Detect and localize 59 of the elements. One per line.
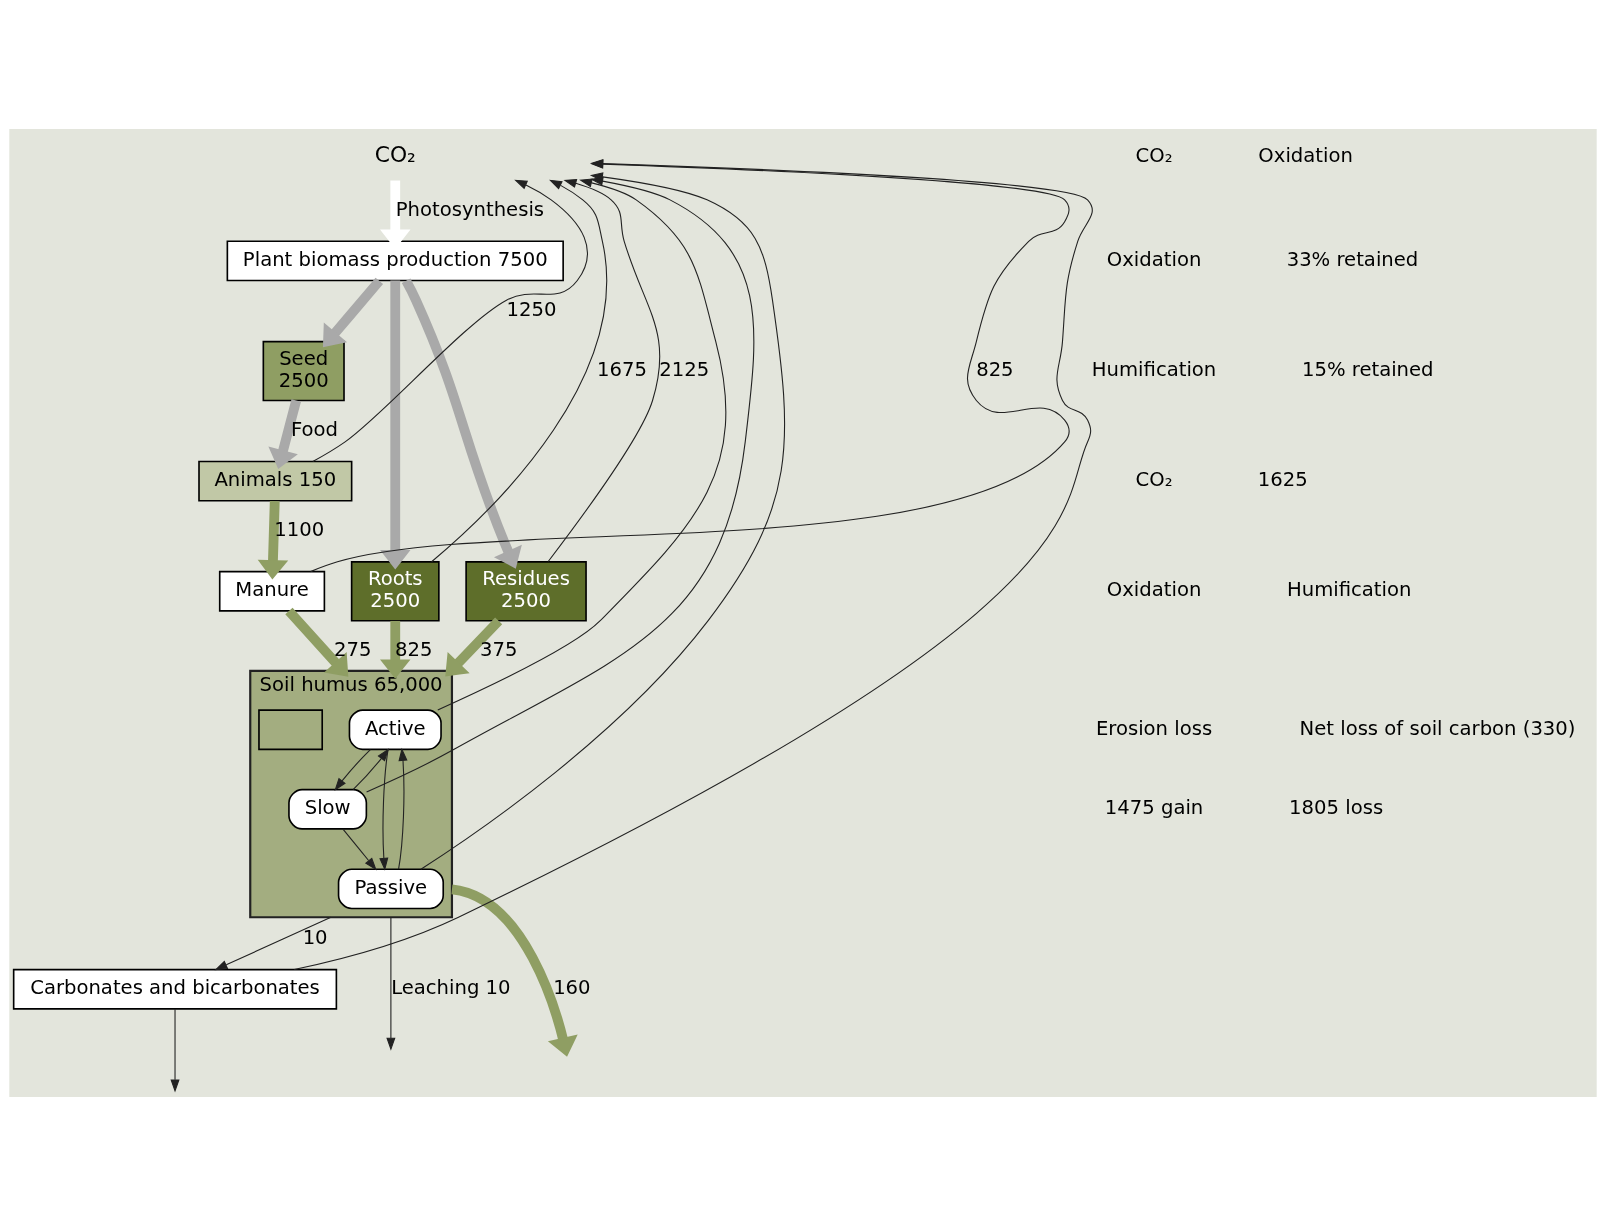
node-box: Passive xyxy=(337,867,444,909)
arrow xyxy=(397,747,408,870)
arrow xyxy=(169,1008,180,1093)
node-box: Seed 2500 xyxy=(262,340,345,401)
label: Net loss of soil carbon (330) xyxy=(1299,716,1575,740)
arrow xyxy=(385,916,395,1051)
label: Erosion loss xyxy=(1095,716,1212,740)
arrow xyxy=(401,277,522,569)
node-box: Animals 150 xyxy=(197,460,352,502)
node-box xyxy=(257,708,323,750)
arrow xyxy=(444,617,502,677)
edge-label: 1100 xyxy=(273,517,324,541)
arrow xyxy=(257,500,288,579)
node-box: Roots 2500 xyxy=(350,560,440,622)
label: CO₂ xyxy=(1135,467,1173,491)
edge-label: 825 xyxy=(975,357,1014,381)
node-box: Residues 2500 xyxy=(464,560,587,622)
label: Humification xyxy=(1286,577,1411,601)
edge-label: 160 xyxy=(552,975,591,999)
arrow xyxy=(333,748,371,791)
arrow xyxy=(267,398,301,469)
edge-label: 275 xyxy=(333,637,371,661)
arrow xyxy=(379,280,410,569)
arrow xyxy=(430,179,607,562)
node-box: Plant biomass production 7500 xyxy=(226,239,564,281)
node-box: Active xyxy=(348,708,442,750)
edge-label: 825 xyxy=(394,637,432,661)
arrow xyxy=(352,747,389,790)
arrow xyxy=(322,277,383,347)
label: 15% retained xyxy=(1301,357,1434,381)
label: Oxidation xyxy=(1106,247,1201,271)
arrow xyxy=(341,828,377,870)
edge-label: Food xyxy=(290,417,338,441)
label: Oxidation xyxy=(1106,577,1201,601)
label: 1475 gain xyxy=(1104,795,1203,819)
edge-label: 2125 xyxy=(658,357,709,381)
label: 33% retained xyxy=(1286,247,1418,271)
label: CO₂ xyxy=(1135,143,1173,167)
edge-label: 1250 xyxy=(506,297,556,321)
arrow xyxy=(311,179,588,462)
edge-label: Photosynthesis xyxy=(395,197,544,221)
label: 1625 xyxy=(1257,467,1308,491)
edge-label: 1675 xyxy=(596,357,647,381)
arrow xyxy=(378,748,389,871)
arrow xyxy=(419,171,785,870)
node-box: Carbonates and bicarbonates xyxy=(12,968,337,1010)
edge-label: Leaching 10 xyxy=(390,975,511,999)
label: Humification xyxy=(1091,357,1216,381)
label: Oxidation xyxy=(1257,143,1353,167)
label: 1805 loss xyxy=(1288,795,1383,819)
node-text: CO₂ xyxy=(374,141,416,167)
arrow xyxy=(284,607,348,677)
node-box: Slow xyxy=(287,788,367,830)
arrow xyxy=(379,620,411,679)
node-box: Manure xyxy=(218,570,325,612)
arrow xyxy=(450,884,578,1057)
arrow xyxy=(213,916,331,970)
edge-label: 10 xyxy=(302,925,328,949)
edge-label: 375 xyxy=(479,637,518,661)
